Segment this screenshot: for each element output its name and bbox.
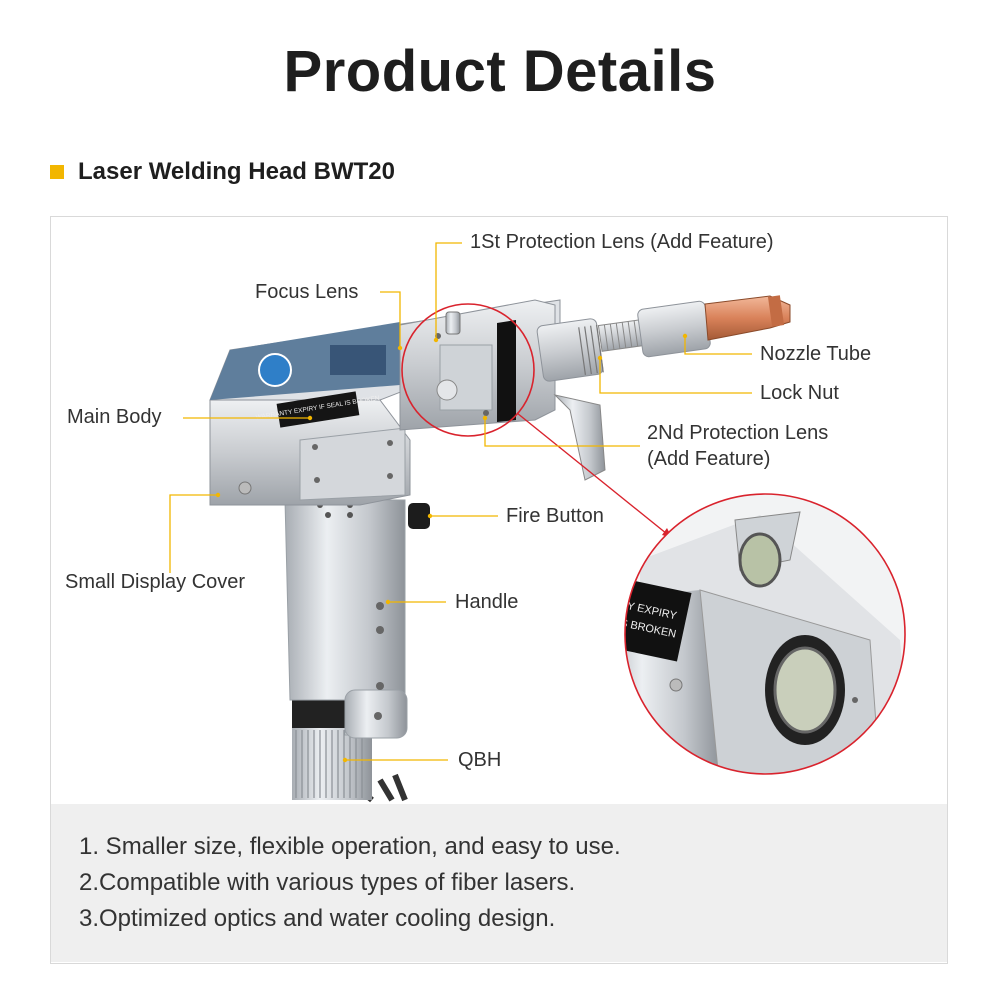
feature-item: 3.Optimized optics and water cooling des… — [79, 905, 556, 932]
feature-item: 2.Compatible with various types of fiber… — [79, 869, 576, 896]
support-bracket — [553, 394, 606, 481]
lens-compartment — [399, 299, 556, 431]
callout-lines — [169, 242, 752, 761]
callout-second-protection-lens-note: (Add Feature) — [647, 448, 771, 470]
zoom-circle — [624, 493, 906, 775]
section-heading: Laser Welding Head BWT20 — [50, 158, 395, 186]
features-panel: 1. Smaller size, flexible operation, and… — [51, 804, 947, 962]
handle-body — [284, 499, 408, 739]
feature-item: 1. Smaller size, flexible operation, and… — [79, 833, 621, 860]
callout-nozzle-tube: Nozzle Tube — [760, 343, 872, 365]
callout-focus-lens: Focus Lens — [255, 281, 359, 303]
callout-second-protection-lens: 2Nd Protection Lens — [647, 422, 829, 444]
fire-button-part — [408, 503, 430, 529]
callout-first-protection-lens: 1St Protection Lens (Add Feature) — [470, 231, 774, 253]
callout-small-display-cover: Small Display Cover — [65, 571, 246, 593]
page-title: Product Details — [283, 39, 717, 104]
nozzle-assembly — [536, 295, 791, 382]
callout-fire-button: Fire Button — [506, 505, 604, 527]
callout-main-body: Main Body — [67, 406, 162, 428]
bullet-square-icon — [50, 165, 64, 179]
focus-circle — [401, 303, 535, 437]
brand-logo-icon — [258, 353, 292, 387]
callout-lock-nut: Lock Nut — [760, 382, 839, 404]
zoom-detail-view: Y EXPIRY S BROKEN — [624, 493, 906, 775]
callout-handle: Handle — [455, 591, 519, 613]
callout-qbh: QBH — [458, 749, 502, 771]
section-heading-text: Laser Welding Head BWT20 — [78, 158, 395, 185]
zoom-connector-line — [516, 412, 673, 539]
